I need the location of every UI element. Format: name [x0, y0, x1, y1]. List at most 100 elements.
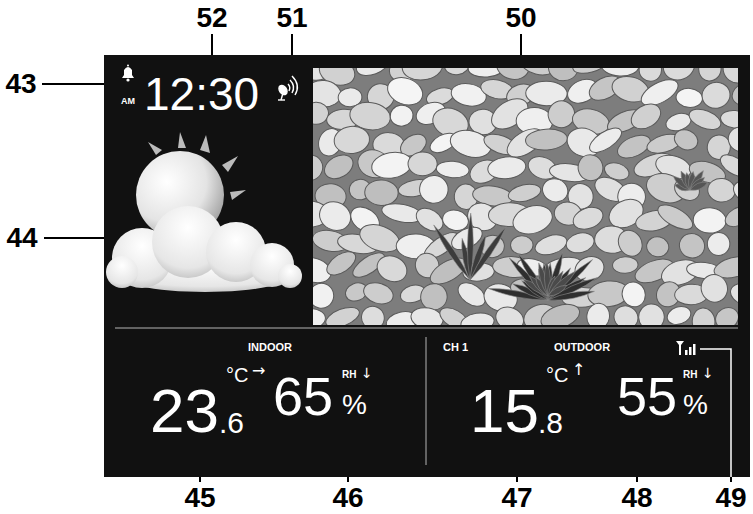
plant-leaf	[470, 227, 506, 280]
rock	[313, 307, 327, 325]
divider-line	[115, 328, 738, 329]
rock	[675, 229, 709, 262]
rock	[418, 174, 449, 204]
section-heading: INDOOR	[248, 342, 292, 353]
rock	[364, 179, 398, 206]
rock	[693, 207, 727, 234]
rock	[487, 155, 527, 181]
humidity-value: 55	[617, 369, 677, 423]
plant-leaf	[509, 258, 548, 300]
unit-label: °C	[226, 365, 248, 385]
rock	[730, 177, 738, 207]
trend-arrow: ↓	[361, 366, 373, 380]
rock	[492, 303, 527, 325]
rock	[697, 271, 732, 306]
callout-number: 51	[276, 4, 307, 32]
section-heading: OUTDOOR	[554, 342, 610, 353]
rock	[509, 201, 555, 239]
rock	[314, 196, 355, 236]
signal-strength-icon	[676, 341, 696, 355]
plant-leaf	[518, 254, 548, 300]
rock	[460, 311, 496, 325]
callout-number: 43	[5, 70, 36, 98]
rock	[357, 302, 389, 325]
temperature-decimal: .6	[219, 408, 244, 438]
rock	[323, 303, 362, 325]
rock	[697, 68, 723, 83]
rock	[627, 99, 665, 134]
trend-arrow: ↓	[702, 366, 714, 380]
am-indicator: AM	[121, 97, 135, 106]
trend-arrow: ↑	[572, 362, 585, 378]
callout-number: 47	[501, 484, 532, 512]
plant-leaf	[548, 271, 576, 296]
rock	[507, 181, 543, 204]
rock	[373, 251, 411, 286]
rock	[436, 160, 470, 179]
rock	[320, 150, 357, 183]
callout-number: 46	[332, 484, 363, 512]
callout-number: 44	[6, 224, 37, 252]
rock	[356, 219, 403, 257]
rock	[671, 126, 701, 154]
rock	[600, 68, 639, 77]
rock	[691, 307, 716, 325]
rock	[706, 177, 736, 204]
rock	[614, 226, 647, 261]
rock	[533, 231, 570, 258]
unit-label: %	[683, 391, 708, 419]
rock	[409, 305, 445, 325]
rock	[525, 128, 568, 152]
channel-label: CH 1	[443, 342, 468, 353]
temperature-value: 23	[150, 380, 219, 442]
rock	[707, 232, 730, 255]
rock	[564, 230, 596, 256]
divider-line	[426, 337, 427, 465]
rock	[510, 236, 533, 255]
callout-number: 50	[505, 4, 536, 32]
humidity-value: 65	[273, 369, 333, 423]
weather-icon	[106, 132, 302, 292]
callout-number: 52	[196, 4, 227, 32]
rock	[389, 104, 414, 127]
temperature-value: 15	[470, 380, 539, 442]
trend-arrow: →	[252, 363, 265, 379]
unit-label: RH	[342, 370, 356, 380]
rock	[361, 279, 396, 307]
clock-time: 12:30	[144, 71, 259, 117]
rock	[665, 304, 693, 325]
alarm-icon	[122, 65, 134, 82]
unit-label: °C	[546, 365, 568, 385]
rock	[619, 279, 649, 311]
rock	[645, 235, 671, 259]
callout-number: 49	[715, 484, 746, 512]
rock	[638, 303, 665, 325]
plant-leaf	[434, 225, 470, 280]
rock	[354, 68, 392, 80]
rock	[686, 105, 723, 133]
rock	[384, 73, 427, 110]
callout-number: 45	[184, 484, 215, 512]
unit-label: %	[342, 391, 367, 419]
unit-label: RH	[683, 370, 697, 380]
rock	[699, 79, 733, 111]
rock	[610, 302, 642, 325]
temperature-decimal: .8	[538, 408, 563, 438]
plant-leaf	[690, 182, 708, 190]
rock	[539, 175, 571, 206]
rock	[728, 280, 738, 310]
rock	[675, 87, 703, 109]
photo	[313, 68, 738, 325]
rock	[654, 200, 696, 234]
rock	[408, 152, 437, 176]
rock	[443, 68, 471, 76]
rock	[538, 300, 583, 325]
rock	[712, 303, 738, 325]
rock	[735, 225, 738, 253]
rock	[643, 169, 690, 208]
rock	[585, 302, 612, 325]
rock	[722, 203, 738, 231]
rock	[638, 68, 662, 82]
